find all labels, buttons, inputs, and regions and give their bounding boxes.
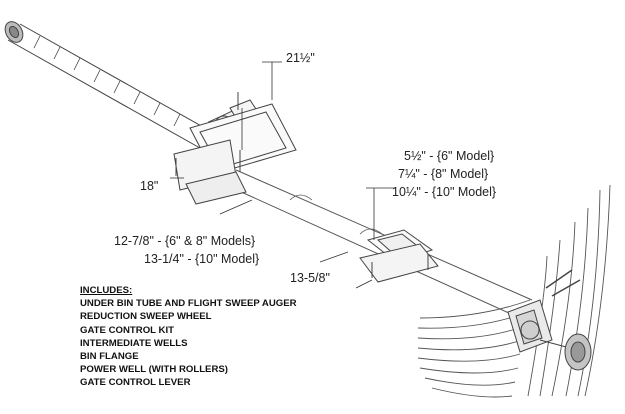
list-item: UNDER BIN TUBE AND FLIGHT SWEEP AUGER [80, 298, 297, 310]
dimension-18: 18" [140, 179, 159, 193]
list-item: INTERMEDIATE WELLS [80, 337, 188, 349]
includes-list: INCLUDES: UNDER BIN TUBE AND FLIGHT SWEE… [80, 284, 297, 390]
dimension-13-1-4: 13-1/4" - {10" Model} [144, 252, 260, 266]
dimension-7-quarter: 7¼" - {8" Model} [398, 167, 489, 181]
under-bin-tube [227, 169, 533, 319]
power-well [507, 269, 592, 371]
list-item: POWER WELL (WITH ROLLERS) [80, 364, 228, 376]
dimension-21-half: 21½" [286, 51, 315, 65]
dimension-5-half: 5½" - {6" Model} [404, 149, 495, 163]
list-item: GATE CONTROL LEVER [80, 377, 191, 389]
list-item: BIN FLANGE [80, 351, 139, 363]
includes-items: UNDER BIN TUBE AND FLIGHT SWEEP AUGER RE… [80, 297, 297, 389]
dimension-13-5-8: 13-5/8" [290, 271, 330, 285]
list-item: REDUCTION SWEEP WHEEL [80, 311, 212, 323]
intermediate-well-1 [173, 103, 297, 205]
dimension-12-7-8: 12-7/8" - {6" & 8" Models} [114, 234, 256, 248]
list-item: GATE CONTROL KIT [80, 324, 174, 336]
dimension-10-quarter: 10¼" - {10" Model} [392, 185, 497, 199]
intermediate-well-2 [359, 229, 439, 283]
dimension-lines [170, 61, 396, 289]
includes-heading: INCLUDES: [80, 285, 133, 296]
sweep-auger [4, 21, 213, 149]
